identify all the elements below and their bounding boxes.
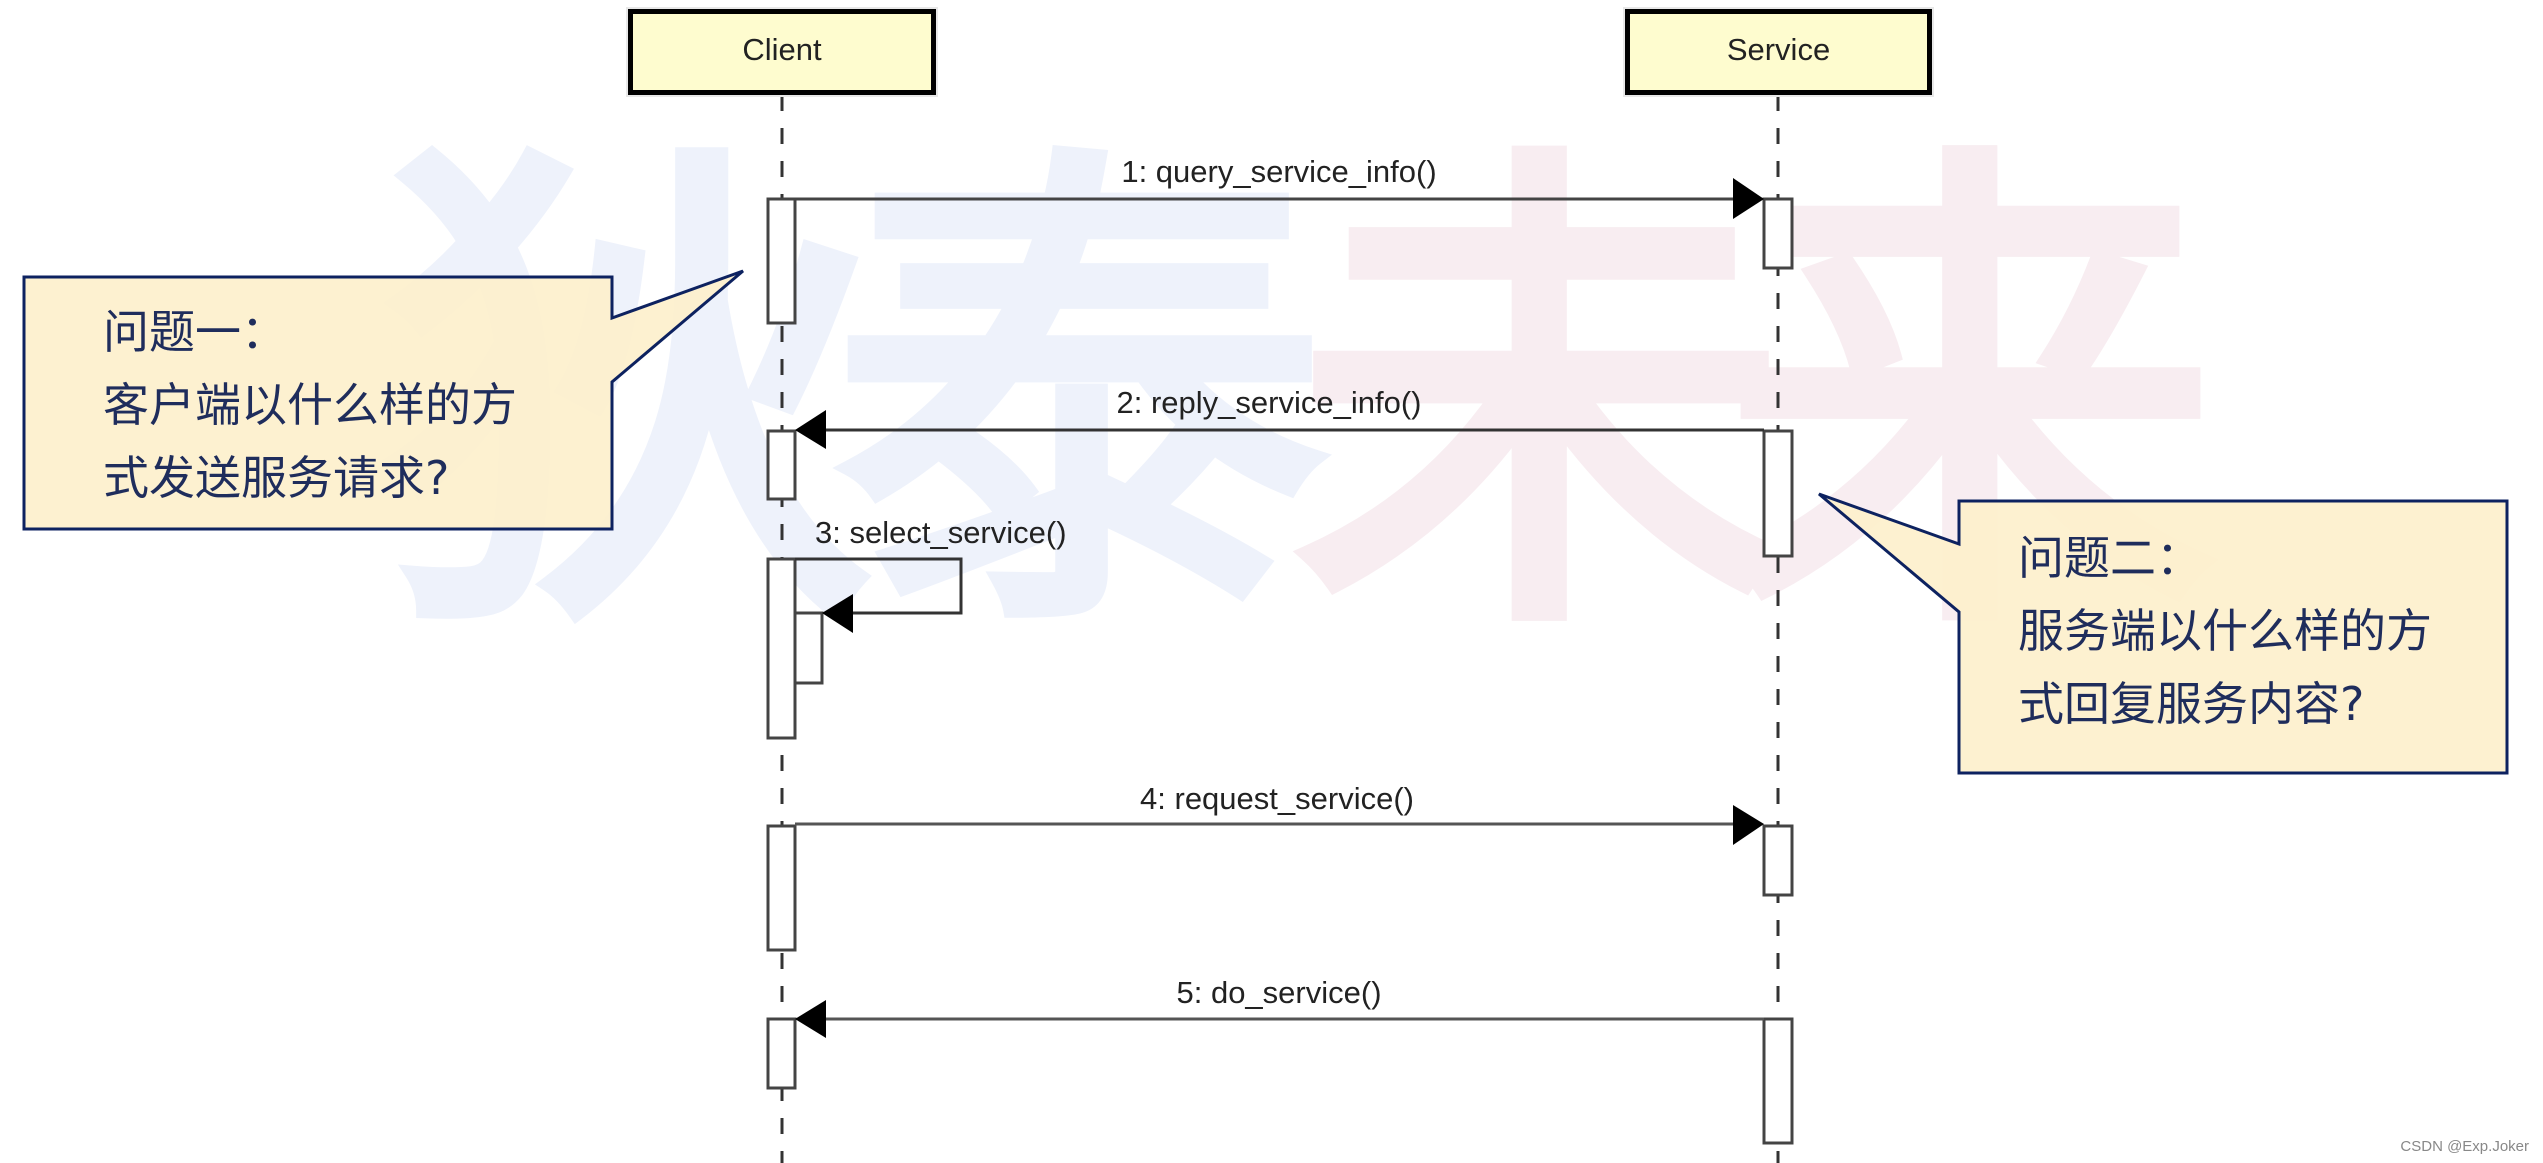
arrowhead-left-icon: [795, 410, 826, 449]
message-4-label: 4: request_service(): [1140, 781, 1414, 816]
message-4-arrow: [795, 805, 1764, 845]
message-1-arrow: [795, 178, 1764, 219]
callout-1: 问题一： 客户端以什么样的方 式发送服务请求?: [103, 296, 517, 515]
watermark-char-2: 泰: [830, 109, 1330, 691]
callout-1-line-1: 客户端以什么样的方: [103, 378, 517, 432]
service-activation-5: [1762, 1017, 1794, 1145]
callout-2: 问题二： 服务端以什么样的方 式回复服务内容?: [2018, 522, 2432, 741]
arrowhead-right-icon: [1733, 805, 1764, 845]
service-activation-4: [1762, 824, 1794, 897]
client-activation-2: [766, 429, 797, 501]
client-nested-activation: [793, 611, 824, 685]
message-2-arrow: [795, 410, 1764, 449]
service-lifeline-header: Service: [1625, 9, 1932, 95]
service-activation-2: [1762, 429, 1794, 558]
message-5-label: 5: do_service(): [1176, 975, 1382, 1010]
arrowhead-left-icon: [795, 1000, 826, 1038]
callout-1-line-2: 式发送服务请求?: [103, 451, 450, 505]
message-1-label: 1: query_service_info(): [1121, 154, 1437, 189]
callout-1-title: 问题一：: [103, 305, 287, 359]
client-lifeline-header: Client: [628, 9, 936, 95]
callout-2-line-2: 式回复服务内容?: [2018, 677, 2365, 731]
client-activation-4: [766, 824, 797, 952]
message-3-label: 3: select_service(): [815, 515, 1067, 550]
credit-watermark: CSDN @Exp.Joker: [2400, 1138, 2529, 1155]
callout-1-shape: [22, 269, 744, 531]
message-3-self-arrow: [795, 557, 963, 633]
callout-2-line-1: 服务端以什么样的方: [2018, 604, 2432, 658]
arrowhead-left-icon: [822, 594, 853, 633]
client-activation-1: [766, 197, 797, 325]
message-5-arrow: [795, 1000, 1764, 1038]
client-activation-5: [766, 1017, 797, 1090]
message-2-label: 2: reply_service_info(): [1116, 385, 1422, 420]
client-activation-3: [766, 557, 797, 740]
callout-2-title: 问题二：: [2018, 531, 2202, 585]
service-activation-1: [1762, 197, 1794, 270]
callout-2-shape: [1818, 492, 2509, 775]
watermark-char-3: 未: [1290, 109, 1790, 691]
arrowhead-right-icon: [1733, 178, 1764, 219]
